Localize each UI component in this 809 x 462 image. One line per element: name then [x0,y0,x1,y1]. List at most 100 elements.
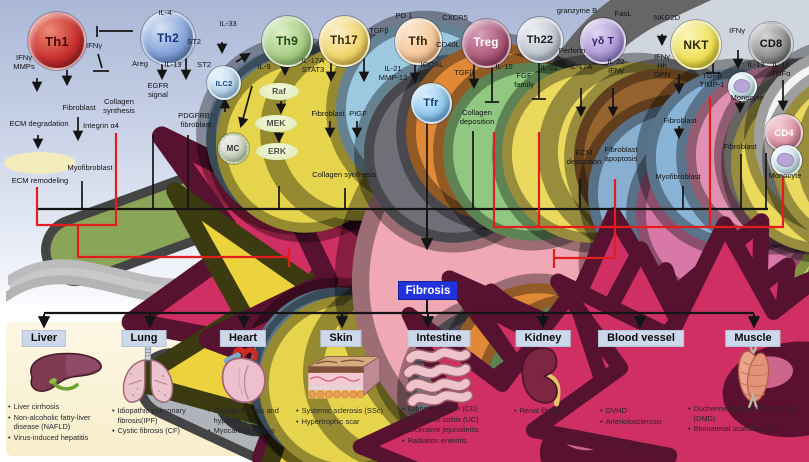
cell-th22: Th22 [517,17,563,63]
disease-text: Radiation enteritis [407,435,467,445]
bullet: • [600,416,603,426]
bullet: • [8,412,11,422]
label: IL-13 [164,60,182,69]
bullet: • [514,406,517,415]
label: NKG2D [653,13,681,22]
label: Collagen synthesis [312,170,376,179]
cell-th9: Th9 [261,15,313,67]
bullet: • [8,432,11,442]
label: Myofibroblast [67,163,113,172]
cell-erk: ERK [256,142,298,160]
organ-label-intestine: Intestine [407,330,471,347]
disease-item: •Systemic sclerosis (SSc) [296,406,398,416]
disease-item: •Myocardial fibrosis [208,426,308,436]
label: Perforin [558,46,586,55]
bullet: • [296,416,299,426]
organ-label-lung: Lung [121,330,167,347]
fibrosis-badge: Fibrosis [398,281,458,300]
label: IL-22 IFNγ [607,57,625,75]
bullet: • [402,425,405,435]
disease-item: •Cystic fibrosis (CF) [112,426,208,436]
cell-th1: Th1 [28,12,86,70]
bullet: • [208,426,211,436]
disease-text: Cystic fibrosis (CF) [117,426,181,436]
label: IL-21 MMP-12 [378,64,408,82]
label: Collagen synthesis [103,97,135,115]
label: PD 1 [395,11,413,20]
bullet: • [8,402,11,411]
disease-item: •Hypertrophic scar [296,417,398,427]
disease-list-kidney: •Renal fibrosis [514,406,594,417]
label: CD40L [436,40,460,49]
bullet: • [296,406,299,415]
label: ECM deposition [566,148,602,166]
label: Monocyte [730,93,764,102]
organ-label-skin: Skin [320,330,362,347]
disease-list-heart: •Cardiac fibrosis and hypertension•Myoca… [208,406,308,437]
disease-item: •Radiation enteritis [402,436,506,446]
label: CXCR5 [442,13,468,22]
disease-item: •Virus-induced hepatitis [8,433,114,443]
bullet: • [112,426,115,436]
bullet: • [402,414,405,424]
cell-monocyte-lower [770,144,802,176]
disease-text: Cardiac fibrosis and hypertension [213,406,279,425]
label: TGFβ TIMP-1 [699,71,725,89]
label: Areg [131,59,149,68]
label: IL-17A [569,62,593,71]
icon-layer [6,0,809,462]
label: IL-22 [540,63,558,72]
label: ST2 [197,60,211,69]
disease-text: Liver cirrhosis [13,402,60,411]
cell-mc: MC [217,132,249,164]
disease-item: •Liver cirrhosis [8,402,114,412]
organ-label-heart: Heart [219,330,267,347]
disease-list-intestine: •Crohn's disease (CD)•Ulcerative colitis… [402,404,506,447]
disease-item: •Biomaterial scaffold repair [688,424,804,434]
disease-text: Ulcerative jejunoileitis [407,425,479,435]
disease-text: Ulcerative colitis (UC) [407,414,479,424]
disease-item: • Cardiac fibrosis and hypertension [208,406,308,425]
activation-connectors [31,26,789,329]
cell-raf: Raf [259,82,299,100]
label: PDGFRB⁺ fibroblast [178,111,214,129]
disease-list-muscle: •Duchenne Muscular Dystrophy (DMD)•Bioma… [688,404,804,435]
cell-ilc2: ILC2 [207,66,241,100]
bullet: • [600,406,603,415]
organ-label-blood-vessel: Blood vessel [598,330,684,347]
disease-item: •Arteriolosclerosis [600,417,696,427]
label: IFNγ MMPs [13,53,35,71]
label: IFNγ [85,41,103,50]
label: EGFR signal [147,81,169,99]
cell-treg: Treg [461,18,511,68]
label: IL-4 [158,8,172,17]
organ-label-muscle: Muscle [725,330,781,347]
disease-text: Crohn's disease (CD) [407,404,479,413]
disease-list-blood-vessel: •GVHD•Arteriolosclerosis [600,406,696,427]
disease-list-skin: •Systemic sclerosis (SSc)•Hypertrophic s… [296,406,398,427]
disease-text: Virus-induced hepatitis [13,432,89,442]
label: IL-10 [495,62,513,71]
disease-text: Biomaterial scaffold repair [693,424,779,434]
cell-monocyte-upper [727,71,757,101]
label: IL-9 [257,62,271,71]
disease-item: •Duchenne Muscular Dystrophy (DMD) [688,404,804,423]
label: Monocyte [768,171,802,180]
disease-text: Systemic sclerosis (SSc) [301,406,383,415]
inhibition-connectors [35,97,785,268]
disease-item: •Ulcerative jejunoileitis [402,425,506,435]
cell-nkt: NKT [671,20,721,70]
label: IFNγ Hh OPN [653,52,671,79]
label: IL-17A STAT3 [301,56,325,74]
liver-icon [29,351,104,394]
disease-list-lung: •Idiopathic pulmonary fibrosis(IPF)•Cyst… [112,406,208,437]
bullet: • [112,406,115,415]
cell-th17: Th17 [318,15,370,67]
label: Fibroblast [723,142,757,151]
label: Fibroblast apoptosis [604,145,638,163]
label: IL-33 [219,19,237,28]
disease-text: Myocardial fibrosis [213,426,275,436]
organ-label-liver: Liver [21,330,67,347]
disease-item: •GVHD [600,406,696,416]
